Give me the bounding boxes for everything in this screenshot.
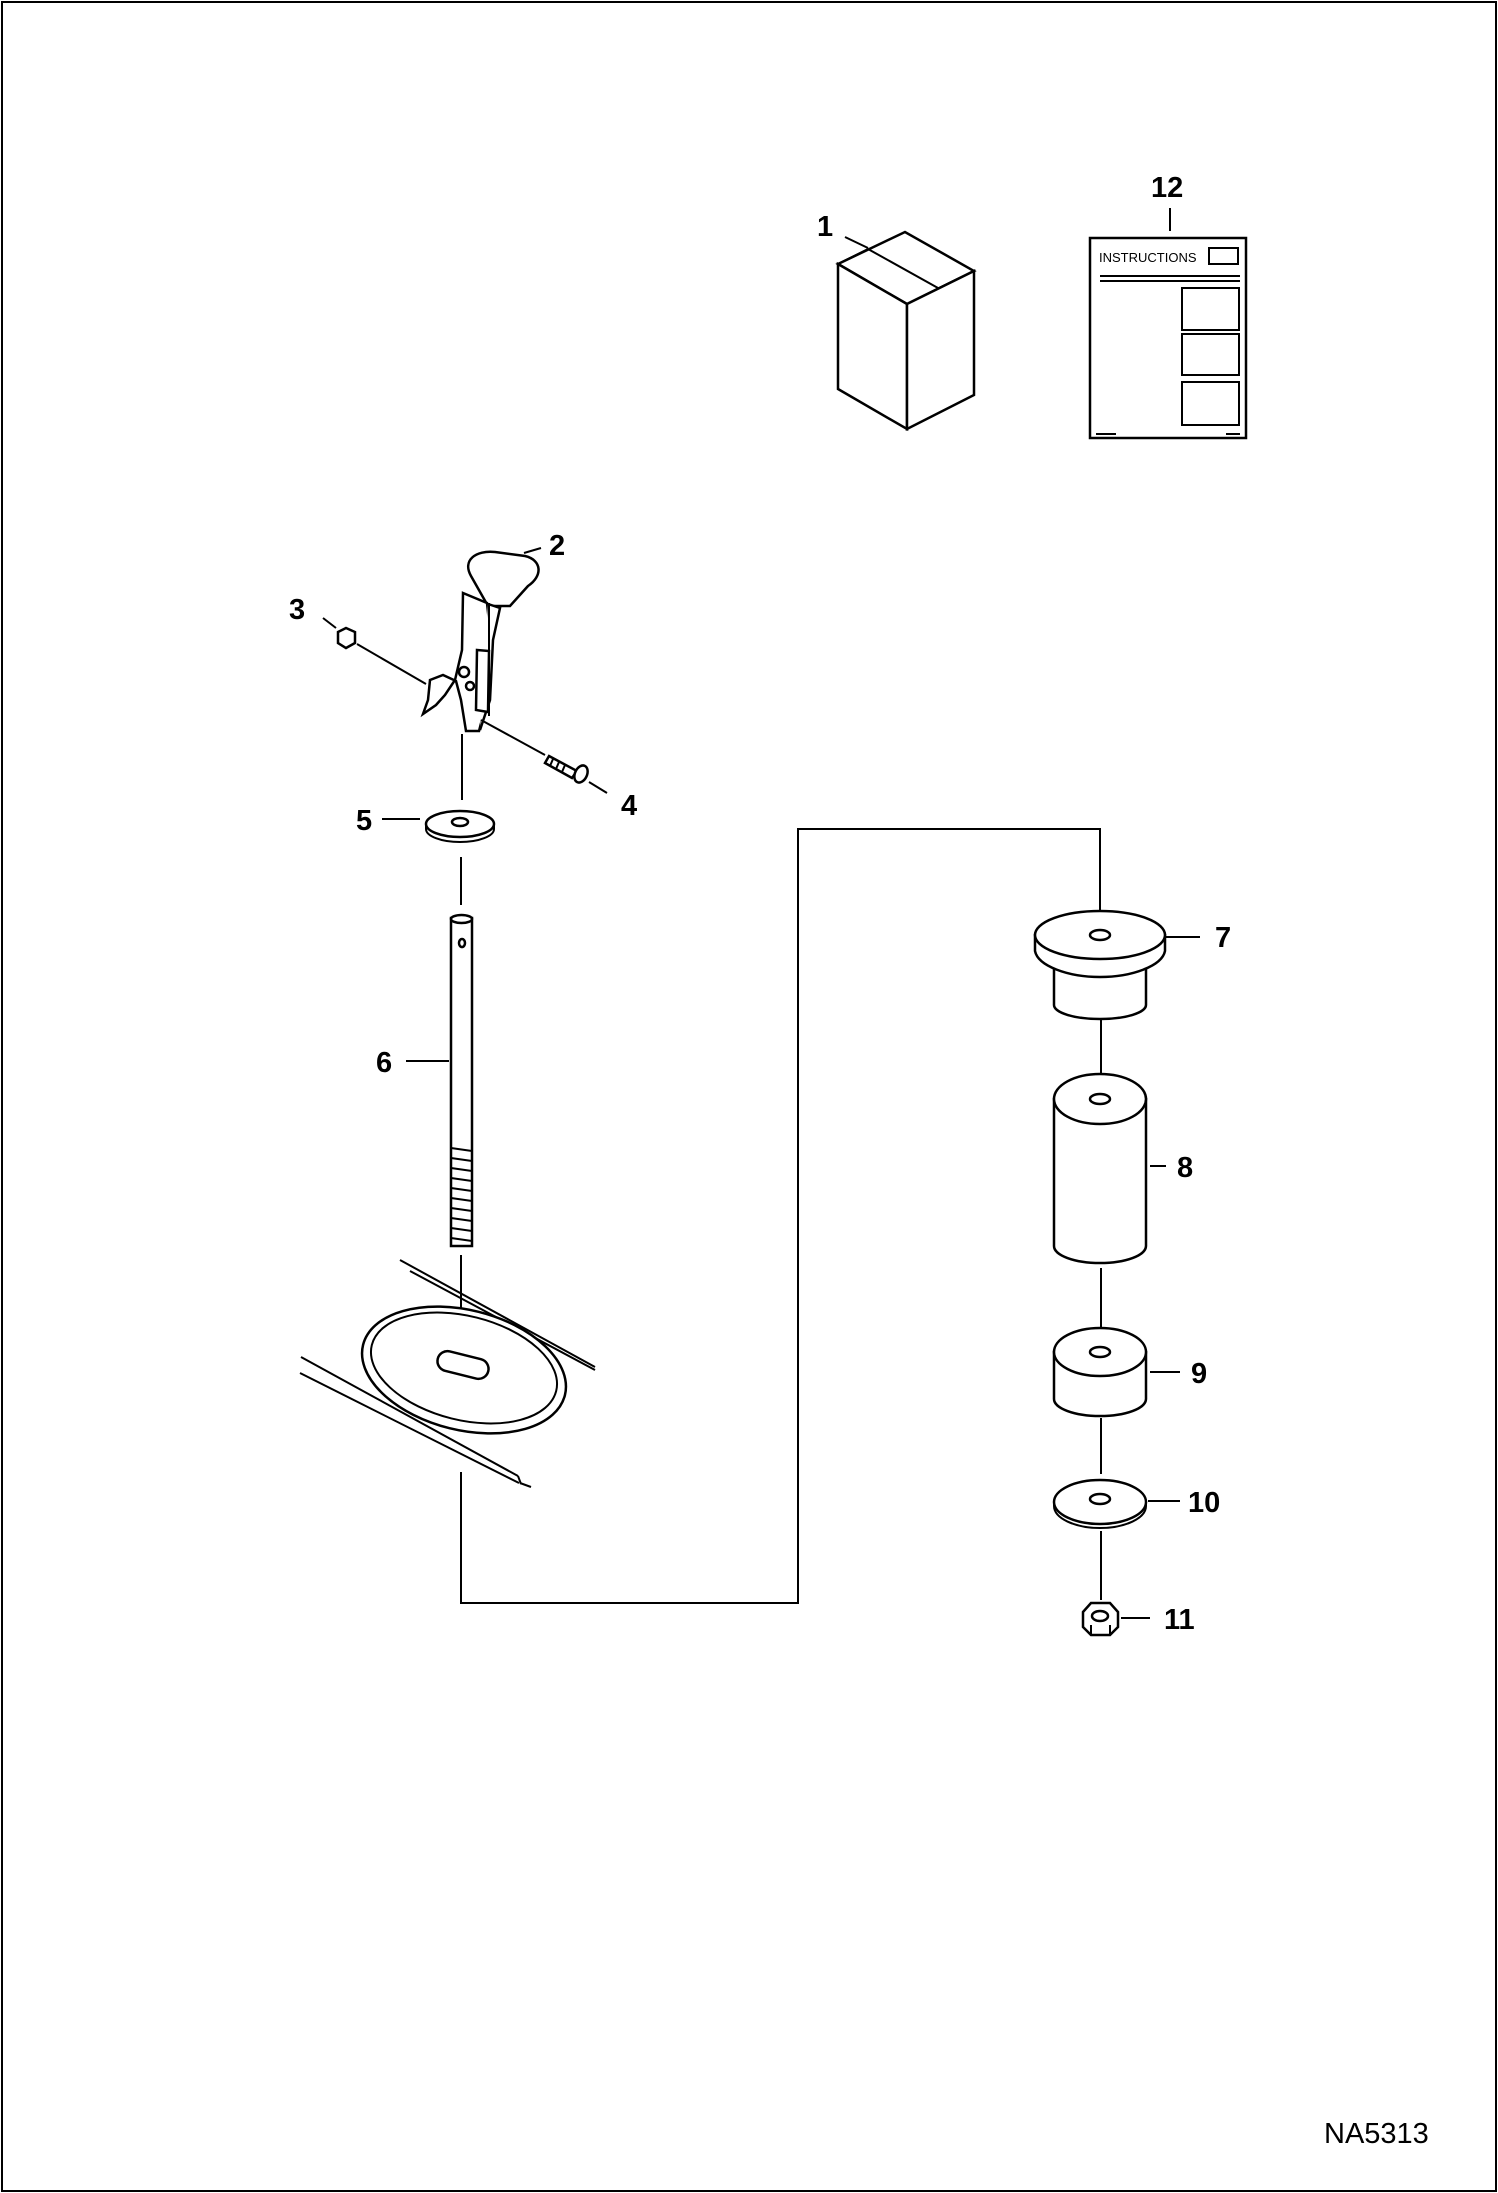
callout-3: 3: [289, 594, 305, 626]
callout-12: 12: [1151, 172, 1183, 204]
flat-washer-drawing: [1052, 1478, 1148, 1529]
callout-5: 5: [356, 805, 372, 837]
flanged-bushing-drawing: [1033, 909, 1167, 1021]
spacer-tube-drawing: [1052, 1072, 1148, 1265]
package-box-drawing: [835, 230, 977, 432]
drawing-code: NA5313: [1324, 2118, 1429, 2150]
callout-11: 11: [1164, 1604, 1195, 1636]
threaded-rod-drawing: [449, 913, 474, 1248]
nut-drawing: [336, 626, 357, 650]
hex-nut-drawing: [1081, 1601, 1120, 1637]
callout-4: 4: [621, 790, 637, 822]
instruction-sheet-text: INSTRUCTIONS: [1099, 250, 1197, 265]
axis-3: [356, 643, 427, 685]
callout-2: 2: [549, 530, 565, 562]
callout-9: 9: [1191, 1358, 1207, 1390]
bolt-drawing: [543, 754, 589, 784]
short-bushing-drawing: [1052, 1326, 1148, 1418]
callout-1: 1: [817, 211, 833, 243]
leader-4: [588, 781, 608, 794]
callout-6: 6: [376, 1047, 392, 1079]
washer-drawing: [424, 809, 496, 843]
leader-2: [523, 547, 542, 554]
axis-4: [480, 719, 546, 756]
callout-8: 8: [1177, 1152, 1193, 1184]
mounting-plate-drawing: [299, 1259, 596, 1488]
connection-line: [460, 828, 1101, 1604]
callout-7: 7: [1215, 922, 1231, 954]
instruction-sheet-drawing: INSTRUCTIONS: [1088, 236, 1248, 440]
latch-assembly-drawing: [420, 550, 540, 733]
leader-3: [322, 617, 337, 629]
leader-1: [844, 236, 869, 249]
callout-10: 10: [1188, 1487, 1220, 1519]
